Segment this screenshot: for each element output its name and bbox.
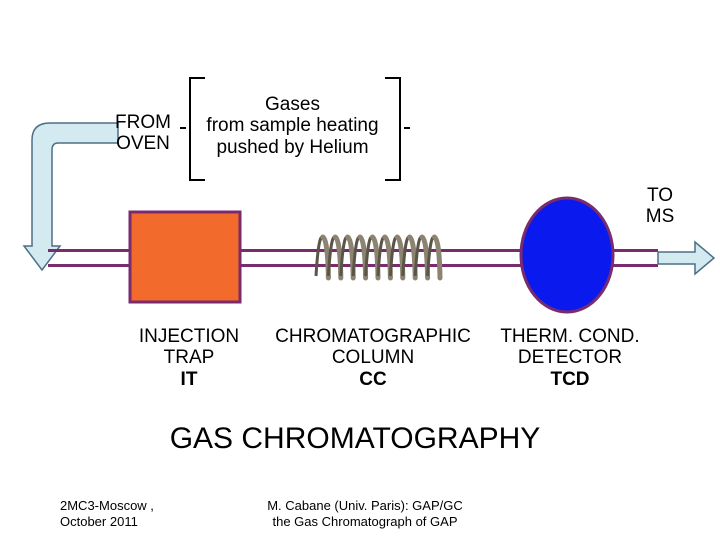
outlet-arrow (657, 240, 716, 276)
page-title: GAS CHROMATOGRAPHY (169, 422, 541, 455)
footer-right-line-1: M. Cabane (Univ. Paris): GAP/GC (267, 498, 463, 513)
detector-name-line-2: DETECTOR (517, 347, 623, 369)
coil-loop-back (314, 235, 324, 277)
detector-name-line-1: THERM. COND. (500, 326, 640, 347)
from-oven-line-1: FROM (115, 112, 171, 133)
to-ms-line-2: MS (645, 206, 675, 228)
trap-name-line-2: TRAP (163, 347, 215, 369)
coil-loop-back (339, 235, 349, 277)
trap-name-line-1: INJECTION (138, 326, 240, 347)
footer-right: M. Cabane (Univ. Paris): GAP/GC the Gas … (240, 498, 490, 531)
gases-right-bracket (385, 77, 401, 181)
gases-note-line-2: from sample heating (206, 115, 379, 137)
inlet-arrow-body (22, 122, 119, 272)
coil-loop-back (351, 235, 361, 277)
detector-label: THERM. COND. DETECTOR TCD (488, 326, 652, 390)
coil-loop-back (364, 235, 374, 277)
gases-note: Gases from sample heating pushed by Heli… (195, 94, 390, 158)
footer-left-line-2: October 2011 (60, 514, 138, 530)
column-name-line-2: COLUMN (331, 347, 415, 369)
column-name-line-1: CHROMATOGRAPHIC (275, 326, 471, 347)
coil-loop-back (401, 235, 411, 277)
to-ms-label: TO MS (634, 185, 686, 228)
coil-loop-back (388, 235, 399, 277)
footer-left-line-1: 2MC3-Moscow , (60, 498, 154, 513)
detector-oval (519, 196, 615, 314)
column-label: CHROMATOGRAPHIC COLUMN CC (268, 326, 478, 390)
trap-label: INJECTION TRAP IT (118, 326, 260, 390)
coil-loop-back (413, 235, 423, 277)
gases-note-line-3: pushed by Helium (216, 136, 369, 158)
coil-loop-back (426, 235, 436, 277)
injection-trap-box (128, 210, 242, 304)
from-oven-line-2: OVEN (116, 133, 170, 155)
to-ms-line-1: TO (646, 185, 674, 206)
trap-abbr: IT (180, 368, 198, 390)
column-coil (314, 234, 443, 281)
coil-loop-back (376, 235, 386, 277)
footer-right-line-2: the Gas Chromatograph of GAP (272, 514, 458, 530)
detector-abbr: TCD (550, 368, 590, 390)
coil-loop-front (431, 234, 443, 281)
gases-note-line-1: Gases (265, 94, 320, 115)
from-oven-label: FROM OVEN (108, 112, 178, 155)
column-abbr: CC (359, 368, 387, 390)
footer-left: 2MC3-Moscow , October 2011 (60, 498, 154, 531)
coil-loop-back (326, 235, 337, 277)
gases-left-bracket (189, 77, 205, 181)
